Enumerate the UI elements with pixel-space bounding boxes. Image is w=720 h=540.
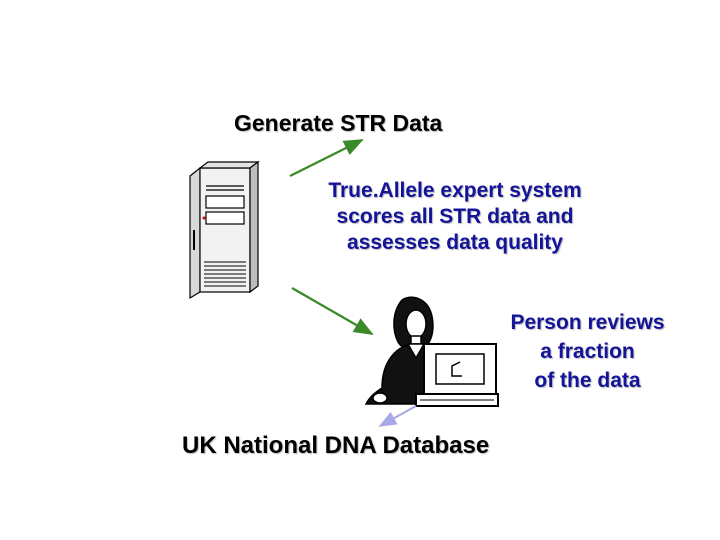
database-label: UK National DNA Database <box>182 432 490 459</box>
person-line: a fraction <box>540 340 635 363</box>
person-at-computer-icon <box>364 296 499 407</box>
system-line: scores all STR data and <box>336 205 574 228</box>
expert-system-description: True.Allele expert system scores all STR… <box>300 178 610 256</box>
server-tower-icon <box>189 160 260 300</box>
arrow-to-generate <box>289 139 364 177</box>
person-line: of the data <box>534 369 641 392</box>
arrow-to-database <box>378 405 417 427</box>
arrow-to-person <box>291 287 374 335</box>
system-line: assesses data quality <box>347 231 563 254</box>
person-line: Person reviews <box>510 311 665 334</box>
generate-str-data-label: Generate STR Data <box>234 110 443 136</box>
person-review-description: Person reviews a fraction of the data <box>490 308 685 395</box>
system-line: True.Allele expert system <box>328 179 582 202</box>
